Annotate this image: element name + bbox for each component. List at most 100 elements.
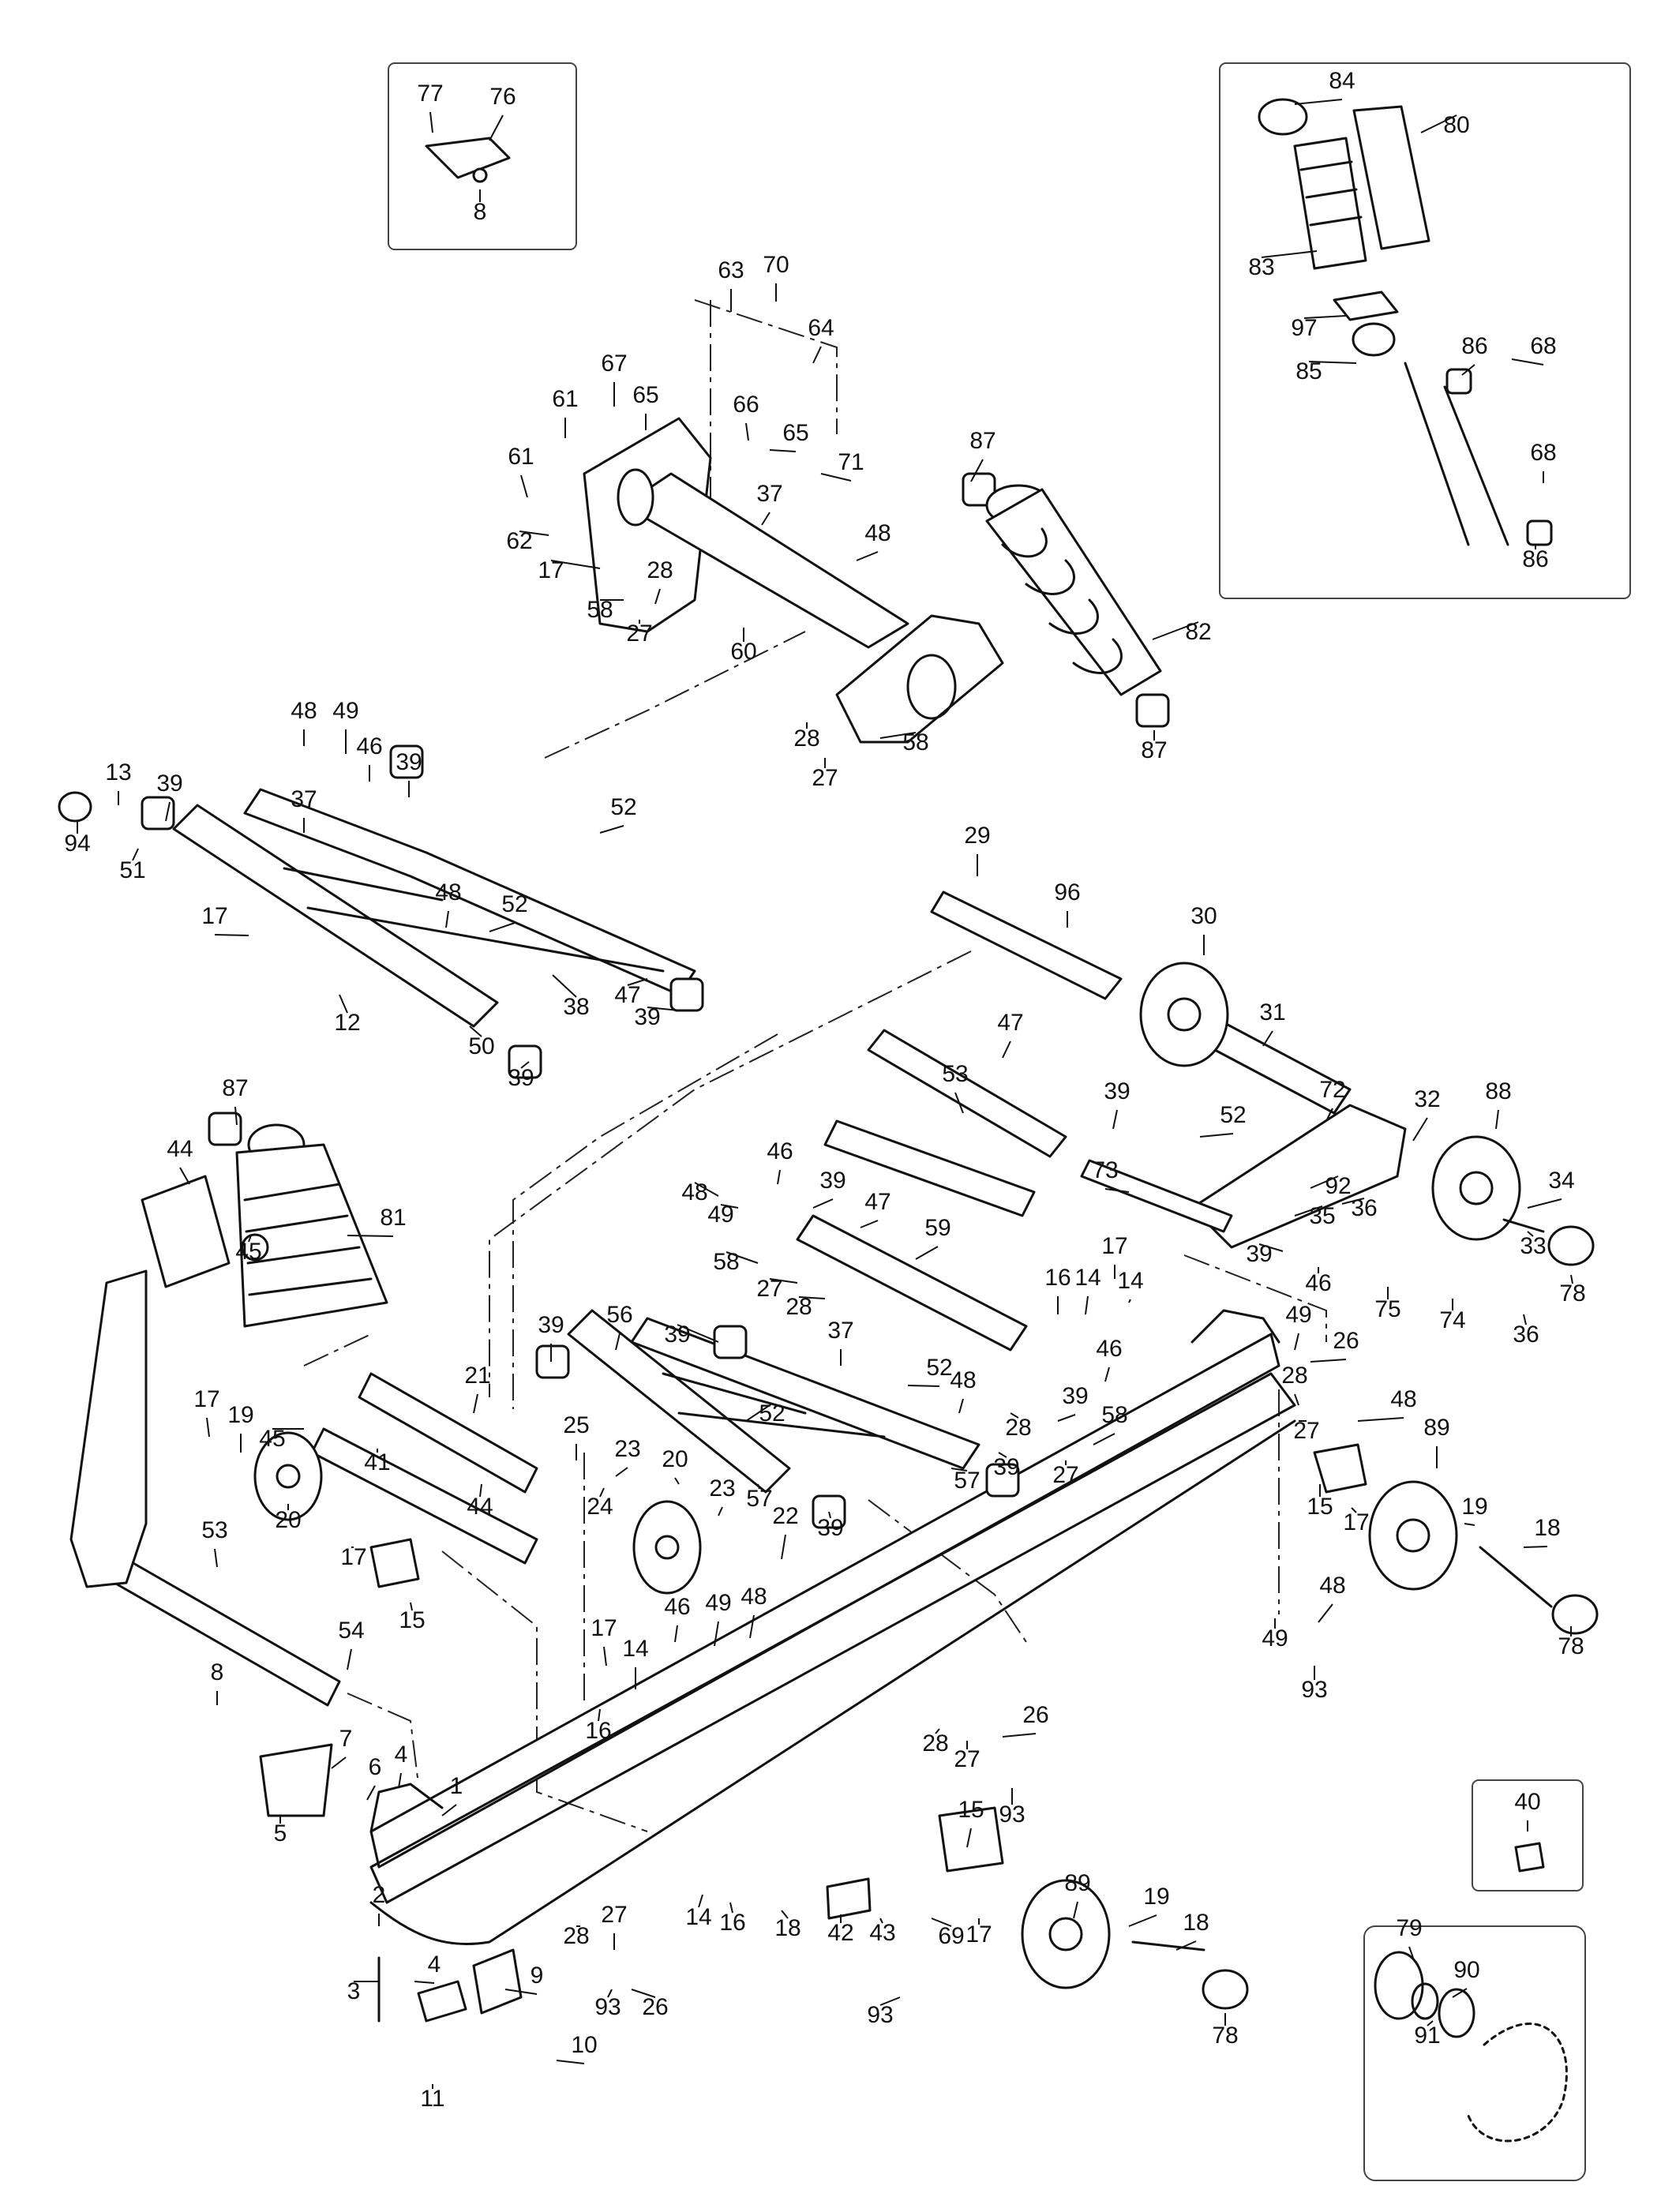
callout-87: 87 [1141,730,1168,763]
part-number-label: 28 [1005,1415,1031,1441]
callout-38: 38 [552,974,590,1020]
leader-line [347,1235,394,1237]
part-number-label: 19 [227,1402,253,1428]
part-number-label: 43 [869,1920,895,1946]
leader-line [757,1483,760,1490]
part-number-label: 59 [924,1215,950,1241]
front-arm-38 [58,744,704,1079]
part-number-label: 9 [531,1963,544,1989]
part-number-label: 68 [1530,440,1556,466]
callout-28: 28 [786,1294,826,1320]
leader-line [647,1007,680,1011]
part-number-label: 49 [332,698,358,724]
part-number-label: 41 [364,1449,390,1475]
callout-39: 39 [508,1061,534,1091]
callout-15: 15 [399,1602,426,1633]
leader-line [769,449,797,452]
callout-19: 19 [227,1402,254,1453]
shafts [113,890,1352,1707]
callout-21: 21 [464,1363,491,1414]
leader-line [410,1602,413,1611]
callout-4: 4 [414,1951,441,1984]
inset-box-shock-spring [1219,62,1631,599]
part-number-label: 24 [587,1494,613,1520]
leader-line [519,531,549,536]
callout-49: 49 [332,698,359,754]
part-number-label: 37 [756,481,782,507]
leader-line [234,1106,238,1126]
callout-23: 23 [709,1475,736,1517]
part-number-label: 48 [950,1367,976,1393]
part-number-label: 19 [1143,1884,1169,1910]
leader-line [777,1169,781,1185]
part-number-label: 87 [222,1075,248,1101]
part-number-label: 45 [235,1239,261,1265]
part-number-label: 11 [420,2086,444,2112]
part-number-label: 61 [552,386,578,412]
callout-46: 46 [1096,1336,1123,1382]
part-number-label: 14 [622,1636,648,1662]
part-number-label: 36 [1513,1322,1539,1348]
leader-line [603,1646,607,1666]
leader-line [552,974,577,998]
callout-11: 11 [420,2084,445,2112]
callout-15: 15 [1307,1484,1333,1520]
leader-line [1495,1109,1499,1130]
part-number-label: 46 [356,733,382,759]
callout-27: 27 [626,620,653,647]
callout-28: 28 [647,557,673,605]
callout-44: 44 [467,1483,493,1520]
callout-18: 18 [1523,1515,1561,1548]
callout-74: 74 [1439,1299,1466,1333]
part-number-label: 56 [606,1302,632,1328]
part-number-label: 39 [1246,1241,1272,1267]
callout-52: 52 [907,1355,953,1387]
callout-66: 66 [733,392,759,441]
part-number-label: 7 [339,1726,353,1752]
part-number-label: 78 [1559,1280,1585,1307]
callout-27: 27 [1052,1460,1079,1488]
part-number-label: 70 [763,252,789,278]
callout-39: 39 [812,1168,846,1209]
part-number-label: 28 [786,1294,812,1320]
leader-line [966,1828,972,1848]
part-number-label: 14 [1117,1268,1143,1294]
callout-48: 48 [1318,1573,1346,1623]
callout-93: 93 [999,1788,1025,1828]
leader-line [1294,99,1343,105]
callout-46: 46 [767,1138,793,1185]
callout-49: 49 [1285,1302,1312,1351]
callout-52: 52 [489,891,528,932]
callout-8: 8 [474,189,486,225]
part-number-label: 15 [399,1607,425,1633]
leader-line [720,1204,739,1209]
part-number-label: 88 [1485,1078,1511,1104]
callout-79: 79 [1396,1915,1423,1959]
leader-line [1412,1117,1428,1142]
callout-14: 14 [622,1636,649,1689]
part-number-label: 10 [571,2032,597,2058]
part-number-label: 28 [1281,1363,1307,1389]
part-number-label: 87 [1141,737,1167,763]
callout-26: 26 [631,1989,669,2020]
leader-line [828,1511,831,1519]
leader-line [489,922,516,932]
part-number-label: 49 [1285,1302,1311,1328]
leader-line [445,910,449,928]
leader-line [1152,621,1199,640]
rear-axle-72 [1080,1104,1407,1249]
callout-46: 46 [356,733,383,782]
leader-line [1308,361,1357,364]
inset-spring-assembly [1258,98,1553,546]
callout-64: 64 [808,315,834,364]
leader-line [504,1989,538,1995]
leader-line [179,1167,190,1185]
callout-52: 52 [1199,1102,1247,1138]
part-number-label: 93 [999,1801,1025,1828]
part-number-label: 52 [926,1355,952,1381]
part-number-label: 91 [1414,2023,1440,2049]
part-number-label: 52 [610,794,636,820]
callout-63: 63 [718,257,744,312]
leader-line [1175,1940,1197,1951]
part-number-label: 65 [782,420,808,446]
